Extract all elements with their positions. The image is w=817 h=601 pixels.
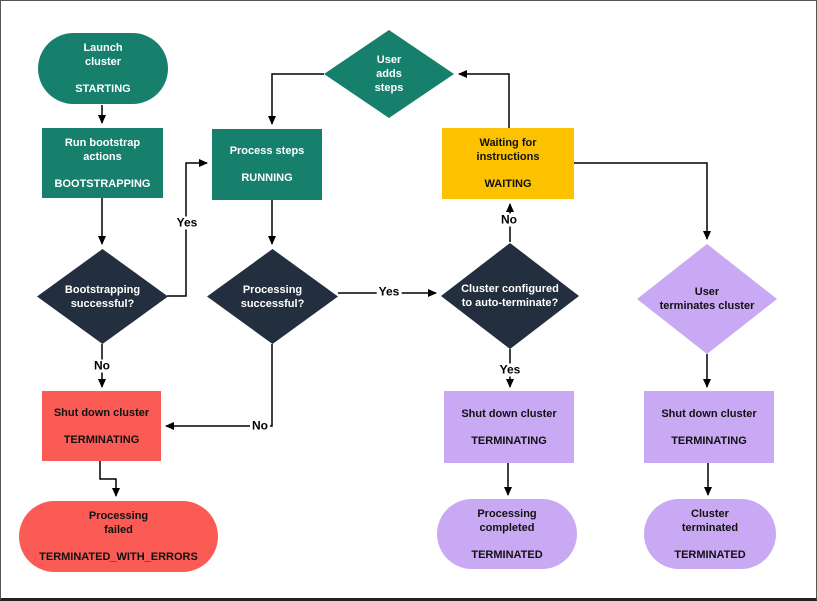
label-line: Cluster	[691, 507, 729, 520]
node-label: User terminates cluster	[660, 285, 755, 313]
node-label: Processing completed	[477, 507, 536, 535]
edge-processing-ok-no-to-shutdown-errors	[165, 344, 273, 430]
node-label: Processing failed	[89, 509, 148, 537]
label-line: Processing	[88, 510, 149, 522]
label-line: Run bootstrap	[64, 136, 141, 149]
label-line: Cluster configured	[461, 283, 559, 295]
label-line: Processing	[477, 507, 537, 520]
edge-user-adds-steps-to-process-steps	[268, 73, 324, 125]
label-line: completed	[479, 521, 535, 534]
edge-label-auto-terminate-no: No	[499, 212, 519, 227]
node-state: TERMINATING	[471, 434, 547, 447]
node-state: WAITING	[484, 178, 532, 190]
node-terminated-with-errors: Processing failed TERMINATED_WITH_ERRORS	[19, 501, 218, 572]
node-state: TERMINATING	[63, 433, 140, 446]
node-label: User adds steps	[375, 53, 404, 95]
edge-label-bootstrap-yes: Yes	[174, 215, 200, 230]
node-label: Cluster configured to auto-terminate?	[461, 282, 559, 310]
edge-label-processing-no: No	[250, 418, 270, 433]
label-line: Shut down cluster	[661, 407, 757, 420]
edge-waiting-to-user-terminates	[574, 162, 711, 240]
node-process-steps: Process steps RUNNING	[212, 129, 322, 200]
node-label: Shut down cluster	[54, 406, 149, 420]
label-line: successful?	[70, 297, 135, 310]
node-state: TERMINATED	[471, 548, 543, 561]
label-line: actions	[83, 150, 122, 163]
node-shutdown-cluster-errors: Shut down cluster TERMINATING	[42, 391, 161, 461]
node-label: Launch cluster	[83, 41, 122, 69]
edge-label-processing-yes: Yes	[376, 284, 402, 299]
node-launch-cluster: Launch cluster STARTING	[38, 33, 168, 104]
edge-bootstrap-ok-yes-to-process-steps	[167, 159, 208, 297]
label-line: Launch	[83, 42, 123, 54]
label-line: steps	[374, 82, 404, 94]
node-waiting-for-instructions: Waiting for instructions WAITING	[442, 128, 574, 199]
label-line: adds	[376, 68, 402, 80]
node-label: Processing successful?	[241, 283, 305, 311]
label-line: to auto-terminate?	[461, 297, 559, 309]
edge-label-bootstrap-no: No	[92, 358, 112, 373]
node-cluster-terminated: Cluster terminated TERMINATED	[644, 499, 776, 569]
node-label: Shut down cluster	[661, 407, 756, 421]
node-label: Waiting for instructions	[477, 136, 540, 164]
node-label: Cluster terminated	[682, 507, 738, 535]
label-line: terminated	[681, 521, 739, 534]
node-label: Process steps	[230, 144, 305, 158]
label-line: Processing	[242, 283, 303, 296]
label-line: terminates cluster	[659, 300, 755, 312]
node-processing-completed: Processing completed TERMINATED	[437, 499, 577, 569]
node-label: Shut down cluster	[461, 407, 556, 421]
node-state: TERMINATED_WITH_ERRORS	[39, 551, 198, 563]
label-line: Waiting for	[479, 137, 537, 149]
label-line: Shut down cluster	[461, 407, 557, 420]
node-state: TERMINATED	[674, 548, 746, 561]
label-line: User	[694, 286, 720, 298]
label-line: Process steps	[229, 145, 305, 157]
label-line: Bootstrapping	[64, 283, 141, 296]
label-line: User	[376, 54, 402, 66]
edge-shutdown-errors-to-terminated-errors	[99, 461, 120, 497]
node-state: TERMINATING	[671, 434, 747, 447]
node-run-bootstrap-actions: Run bootstrap actions BOOTSTRAPPING	[42, 128, 163, 198]
label-line: Shut down cluster	[53, 406, 150, 419]
label-line: successful?	[240, 297, 305, 310]
label-line: instructions	[476, 151, 540, 163]
node-shutdown-cluster-auto: Shut down cluster TERMINATING	[444, 391, 574, 463]
node-state: BOOTSTRAPPING	[54, 177, 151, 190]
edge-waiting-to-user-adds-steps	[458, 70, 510, 128]
node-label: Bootstrapping successful?	[65, 283, 140, 311]
label-line: cluster	[84, 56, 122, 68]
label-line: failed	[104, 524, 133, 536]
node-state: STARTING	[75, 83, 131, 95]
node-shutdown-cluster-user: Shut down cluster TERMINATING	[644, 391, 774, 463]
edge-label-auto-terminate-yes: Yes	[497, 362, 523, 377]
node-state: RUNNING	[241, 172, 293, 184]
node-label: Run bootstrap actions	[65, 136, 140, 164]
